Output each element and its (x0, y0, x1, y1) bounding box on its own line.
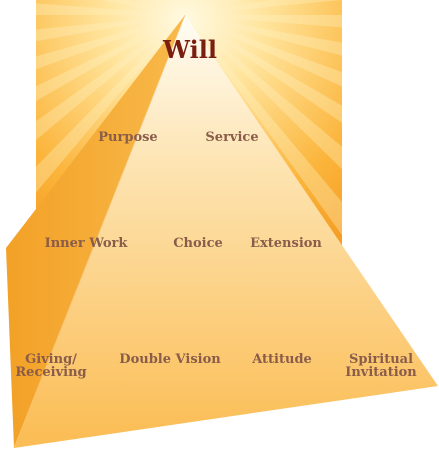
sun-ray (36, 15, 185, 102)
sun-ray (185, 0, 207, 15)
pyramid-front-face (14, 15, 438, 448)
sun-ray (167, 0, 185, 15)
sun-ray (36, 3, 185, 15)
tier1-label-service: Service (205, 130, 259, 145)
tier3-label-double-vision-line1: Double Vision (119, 352, 221, 367)
sun-ray (159, 0, 185, 15)
tier3-label-giving-receiving-line1: Giving/ (25, 352, 77, 367)
sun-ray (185, 0, 200, 15)
sun-ray (185, 0, 196, 15)
tier3-label-attitude-line1: Attitude (252, 352, 312, 367)
pyramid-side-face (6, 15, 185, 448)
sun-ray (185, 15, 342, 123)
tier3-label-spiritual-invitation: Spiritual Invitation (345, 353, 417, 379)
sun-ray (143, 0, 185, 15)
tier2-label-extension: Extension (250, 236, 322, 251)
sun-ray (99, 0, 185, 15)
sun-ray (185, 0, 240, 15)
sun-ray (36, 15, 185, 141)
sun-ray (182, 0, 185, 15)
sun-ray (185, 0, 341, 15)
sun-ray (176, 0, 185, 15)
tier1-label-purpose: Purpose (98, 130, 158, 145)
sun-ray (185, 15, 342, 28)
sun-ray (185, 15, 342, 170)
sun-ray (185, 15, 342, 236)
sun-ray (36, 15, 185, 70)
sun-ray (185, 0, 192, 15)
sun-ray (185, 0, 217, 15)
tier3-label-giving-receiving-line2: Receiving (15, 365, 87, 380)
tier3-label-spiritual-invitation-line2: Invitation (345, 365, 417, 380)
tier3-label-double-vision: Double Vision (119, 353, 220, 366)
tier3-label-attitude: Attitude (252, 353, 312, 366)
tier3-label-spiritual-invitation-line1: Spiritual (348, 352, 414, 367)
sun-ray (172, 0, 185, 15)
sun-ray (185, 0, 189, 15)
tier2-label-choice: Choice (173, 236, 223, 251)
sun-ray (179, 0, 185, 15)
sun-ray (36, 15, 185, 42)
sun-ray (185, 15, 342, 56)
tier2-label-inner-work: Inner Work (44, 236, 128, 251)
sun-ray (36, 15, 185, 193)
apex-label: Will (163, 35, 217, 64)
sun-ray (185, 15, 342, 87)
sun-ray (185, 0, 187, 15)
tier3-label-giving-receiving: Giving/ Receiving (15, 353, 86, 379)
